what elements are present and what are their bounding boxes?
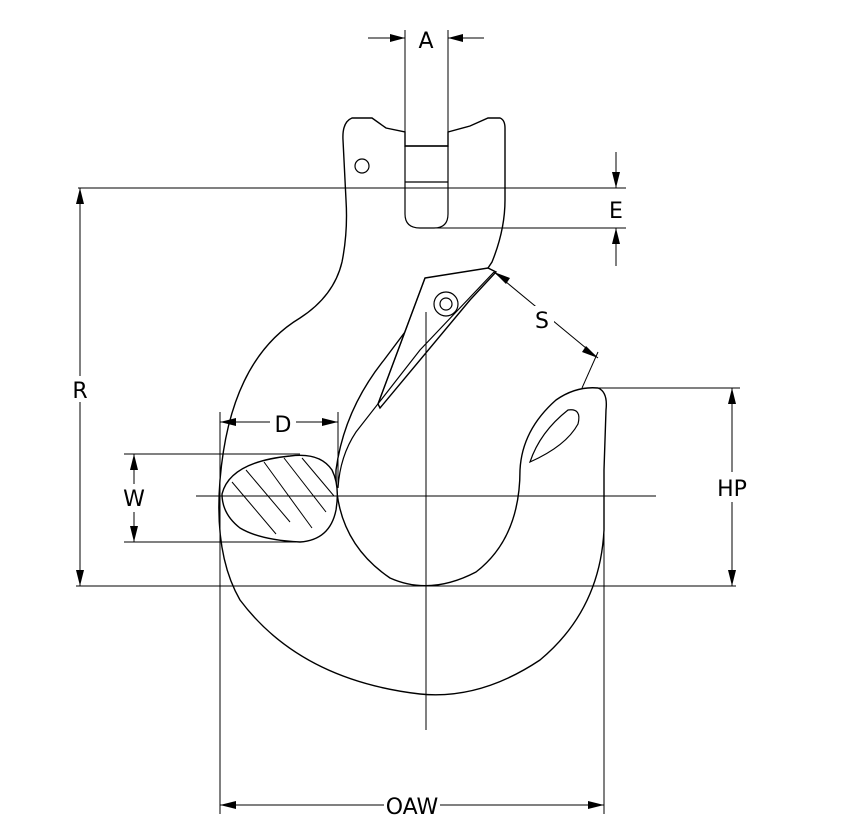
label-e: E [609,199,623,224]
dim-r: R [70,188,736,587]
latch-pivot-inner [439,297,453,311]
dim-a: A [368,29,484,146]
dim-s: S [493,271,599,389]
center-lines [196,312,656,730]
label-oaw: OAW [386,795,439,820]
label-s: S [535,309,549,334]
label-w: W [123,487,145,512]
label-hp: HP [717,477,747,502]
dim-hp: HP [598,387,747,586]
label-r: R [72,379,87,404]
tip-slot [528,409,580,464]
dim-oaw: OAW [219,494,605,820]
latch-edge [377,277,426,405]
dim-e: E [78,152,626,266]
dim-w: W [123,453,300,543]
label-a: A [418,29,433,54]
throat-edge [337,271,495,489]
dim-d: D [219,412,339,494]
hook-body [218,117,608,696]
label-d: D [275,413,292,438]
hook-outline [218,117,608,696]
pin-hole [354,158,370,174]
latch-pivot-outer [433,291,459,317]
bowl-section [221,454,339,543]
section-hatching [231,457,335,535]
